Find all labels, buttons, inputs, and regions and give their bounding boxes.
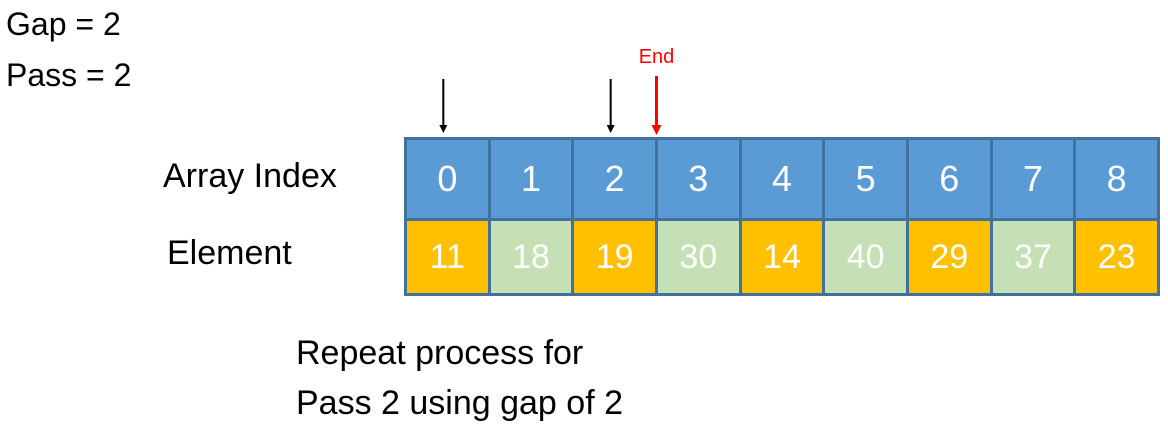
array-grid: 0 1 2 3 4 5 6 7 8 11 18 19 30 14 40 29 3…	[404, 137, 1160, 296]
index-cell: 1	[490, 140, 572, 218]
array-index-label: Array Index	[163, 157, 337, 195]
index-cell: 2	[574, 140, 655, 218]
index-cell: 4	[741, 140, 823, 218]
index-cell: 3	[657, 140, 739, 218]
element-cell: 30	[657, 221, 739, 293]
caption-line-2: Pass 2 using gap of 2	[296, 384, 624, 422]
index-cell: 6	[908, 140, 990, 218]
index-cell: 5	[825, 140, 906, 218]
element-cell: 40	[825, 221, 906, 293]
end-label: End	[639, 46, 675, 68]
index-cell: 7	[992, 140, 1074, 218]
element-cell: 11	[407, 221, 488, 293]
caption-line-1: Repeat process for	[296, 334, 584, 372]
element-cell: 18	[490, 221, 572, 293]
pass-text: Pass = 2	[6, 57, 132, 93]
element-cell: 14	[741, 221, 823, 293]
element-label: Element	[167, 234, 292, 272]
gap-text: Gap = 2	[6, 6, 121, 42]
index-cell: 0	[407, 140, 488, 218]
element-cell: 23	[1076, 221, 1157, 293]
element-cell: 29	[908, 221, 990, 293]
element-cell: 19	[574, 221, 655, 293]
index-cell: 8	[1076, 140, 1157, 218]
element-cell: 37	[992, 221, 1074, 293]
